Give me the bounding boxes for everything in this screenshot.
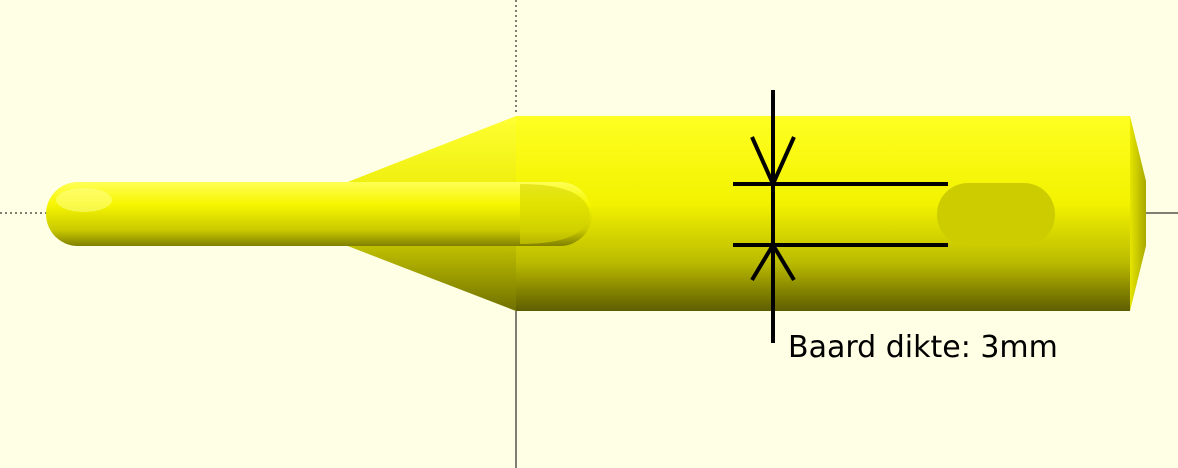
dimension-arrow-down-icon [750,136,796,189]
dimension-arrow-up-icon [750,241,796,282]
shaft-end-highlight [56,188,112,212]
key-tip-chamfer [1130,116,1146,311]
key-slot-recess [937,183,1055,246]
key-shaft [46,182,592,246]
shaft-bend-shading [520,184,590,244]
dimension-label: Baard dikte: 3mm [788,330,1058,365]
